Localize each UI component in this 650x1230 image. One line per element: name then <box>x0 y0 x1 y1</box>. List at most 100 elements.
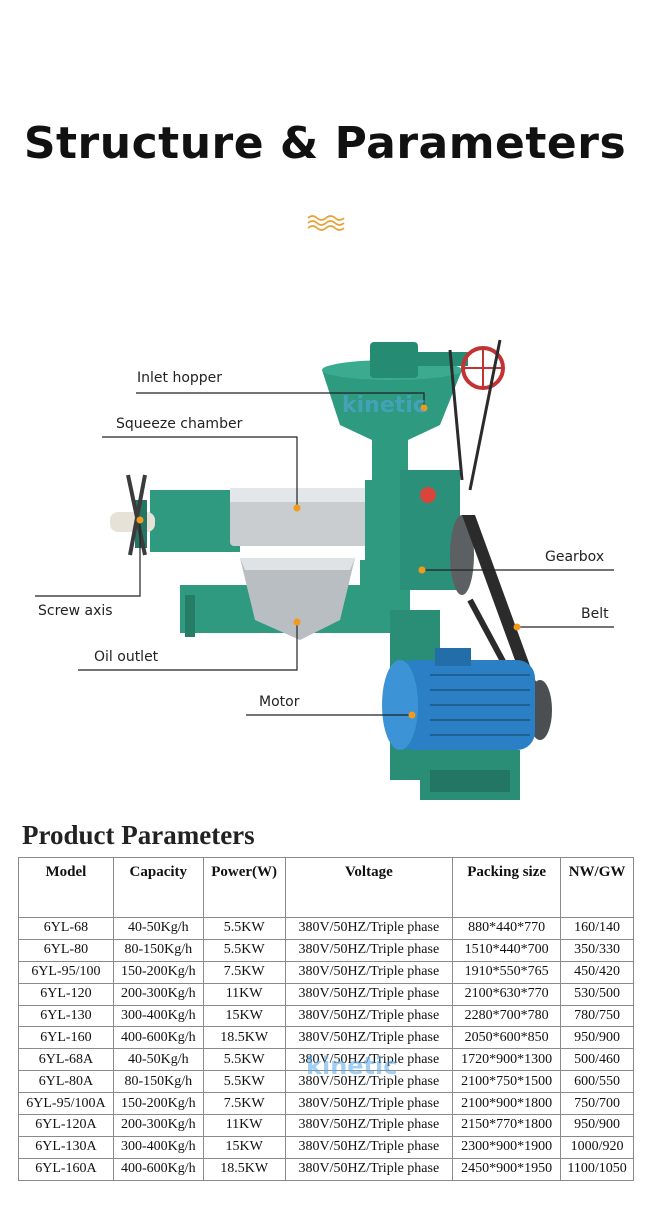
table-cell: 15KW <box>202 1135 286 1159</box>
table-cell: 380V/50HZ/Triple phase <box>284 1135 454 1159</box>
table-cell: 6YL-130A <box>18 1135 114 1159</box>
table-cell: 1100/1050 <box>560 1157 634 1181</box>
table-cell: 950/900 <box>560 1114 634 1137</box>
col-header: Packing size <box>452 857 562 918</box>
table-cell: 200-300Kg/h <box>112 982 204 1006</box>
table-cell: 780/750 <box>560 1004 634 1028</box>
table-cell: 380V/50HZ/Triple phase <box>284 1026 454 1050</box>
table-cell: 2100*750*1500 <box>452 1070 562 1094</box>
table-cell: 6YL-95/100 <box>18 960 114 984</box>
table-cell: 2050*600*850 <box>452 1026 562 1050</box>
label-belt: Belt <box>581 606 609 622</box>
table-cell: 6YL-130 <box>18 1004 114 1028</box>
col-header: NW/GW <box>560 857 634 918</box>
table-cell: 300-400Kg/h <box>112 1135 204 1159</box>
table-cell: 1510*440*700 <box>452 938 562 962</box>
page-title: Structure & Parameters <box>23 118 627 169</box>
table-cell: 450/420 <box>560 960 634 984</box>
table-cell: 600/550 <box>560 1070 634 1094</box>
table-cell: 7.5KW <box>202 960 286 984</box>
table-cell: 11KW <box>202 1114 286 1137</box>
table-cell: 150-200Kg/h <box>112 960 204 984</box>
table-cell: 7.5KW <box>202 1092 286 1116</box>
table-cell: 380V/50HZ/Triple phase <box>284 938 454 962</box>
params-heading: Product Parameters <box>22 820 255 850</box>
motor-shape <box>382 648 535 750</box>
table-cell: 6YL-160A <box>18 1157 114 1181</box>
col-header: Power(W) <box>202 857 286 918</box>
table-cell: 200-300Kg/h <box>112 1114 204 1137</box>
table-cell: 1720*900*1300 <box>452 1048 562 1072</box>
table-cell: 5.5KW <box>202 1048 286 1072</box>
watermark-logo: kinetic <box>306 1052 398 1080</box>
label-screw-axis: Screw axis <box>38 603 113 619</box>
table-cell: 1000/920 <box>560 1135 634 1159</box>
callout-dots <box>136 404 521 719</box>
table-cell: 2280*700*780 <box>452 1004 562 1028</box>
table-cell: 5.5KW <box>202 938 286 962</box>
table-cell: 150-200Kg/h <box>112 1092 204 1116</box>
col-header: Model <box>18 857 114 918</box>
table-cell: 6YL-95/100A <box>18 1092 114 1116</box>
table-cell: 380V/50HZ/Triple phase <box>284 982 454 1006</box>
table-cell: 400-600Kg/h <box>112 1157 204 1181</box>
table-cell: 2450*900*1950 <box>452 1157 562 1181</box>
watermark-logo: kinetic <box>342 393 426 418</box>
table-cell: 2100*630*770 <box>452 982 562 1006</box>
label-motor: Motor <box>259 694 300 710</box>
table-cell: 6YL-68 <box>18 917 114 940</box>
table-cell: 380V/50HZ/Triple phase <box>284 1004 454 1028</box>
table-cell: 6YL-120A <box>18 1114 114 1137</box>
table-cell: 950/900 <box>560 1026 634 1050</box>
table-cell: 6YL-120 <box>18 982 114 1006</box>
table-cell: 18.5KW <box>202 1157 286 1181</box>
table-cell: 380V/50HZ/Triple phase <box>284 1092 454 1116</box>
table-cell: 6YL-160 <box>18 1026 114 1050</box>
table-cell: 5.5KW <box>202 1070 286 1094</box>
callout-lines <box>35 392 614 716</box>
label-gearbox: Gearbox <box>545 549 605 565</box>
table-cell: 11KW <box>202 982 286 1006</box>
table-cell: 530/500 <box>560 982 634 1006</box>
col-header: Voltage <box>284 857 454 918</box>
table-cell: 400-600Kg/h <box>112 1026 204 1050</box>
col-header: Capacity <box>112 857 204 918</box>
table-cell: 380V/50HZ/Triple phase <box>284 960 454 984</box>
table-cell: 160/140 <box>560 917 634 940</box>
table-cell: 1910*550*765 <box>452 960 562 984</box>
label-squeeze-chamber: Squeeze chamber <box>116 416 243 432</box>
table-cell: 15KW <box>202 1004 286 1028</box>
table-cell: 6YL-80A <box>18 1070 114 1094</box>
oil-tray <box>240 558 355 640</box>
label-oil-outlet: Oil outlet <box>94 649 159 665</box>
oil-press-illustration <box>35 339 614 800</box>
table-cell: 5.5KW <box>202 917 286 940</box>
table-cell: 880*440*770 <box>452 917 562 940</box>
hopper-shape <box>322 342 505 490</box>
table-cell: 6YL-80 <box>18 938 114 962</box>
table-cell: 80-150Kg/h <box>112 1070 204 1094</box>
table-cell: 300-400Kg/h <box>112 1004 204 1028</box>
table-cell: 2300*900*1900 <box>452 1135 562 1159</box>
table-header-row: Model Capacity Power(W) Voltage Packing … <box>18 857 634 918</box>
table-cell: 380V/50HZ/Triple phase <box>284 1157 454 1181</box>
table-cell: 500/460 <box>560 1048 634 1072</box>
table-cell: 40-50Kg/h <box>112 917 204 940</box>
table-cell: 380V/50HZ/Triple phase <box>284 1114 454 1137</box>
table-cell: 380V/50HZ/Triple phase <box>284 917 454 940</box>
table-cell: 18.5KW <box>202 1026 286 1050</box>
table-cell: 6YL-68A <box>18 1048 114 1072</box>
table-cell: 350/330 <box>560 938 634 962</box>
table-cell: 40-50Kg/h <box>112 1048 204 1072</box>
